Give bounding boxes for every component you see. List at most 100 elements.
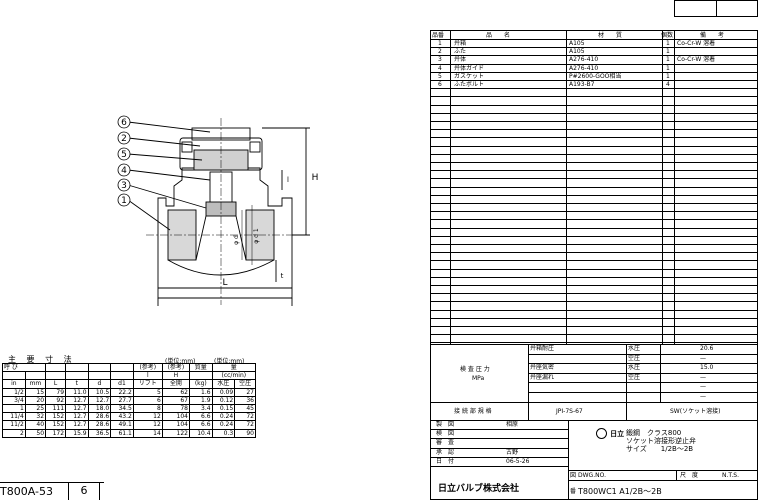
dimension-cell: 34.5 (110, 403, 134, 414)
title-block-name: 相原 (506, 421, 519, 428)
flow-unit: (単位:mm) (214, 358, 245, 365)
th-kg: (kg) (189, 379, 213, 389)
test-pressure-item: 弁座漏れ (530, 373, 555, 381)
callout-4: 4 (121, 166, 127, 176)
dim-H-label: H (312, 173, 319, 183)
title-block-name: 古野 (506, 448, 519, 456)
parts-cell-qty: 1 (666, 48, 670, 56)
dim-l-label: l (287, 176, 289, 184)
title-desc-1: 鍛鋼 クラス800 (626, 429, 682, 437)
dimension-cell: 3/4 (2, 395, 26, 405)
th-H: H (161, 371, 191, 381)
th-in: in (2, 379, 26, 389)
dimension-cell: 122 (161, 428, 191, 438)
scale-label: 尺 度 (680, 472, 699, 479)
parts-cell-material: A105 (569, 40, 585, 47)
dimension-cell: 104 (161, 412, 191, 422)
dimension-cell: 11/4 (2, 412, 26, 422)
dimension-cell: 62 (161, 387, 191, 397)
dimension-cell: 27 (234, 387, 256, 397)
th-l: l (132, 371, 163, 381)
parts-cell-no: 1 (438, 40, 442, 47)
dimension-cell: 2 (2, 428, 26, 438)
title-block-name: 06-5-26 (506, 457, 530, 465)
dim-t-label: t (281, 272, 284, 280)
dimension-cell: 49.1 (110, 420, 134, 430)
dimension-cell: 3.4 (189, 403, 213, 414)
parts-cell-material: A105 (569, 48, 585, 56)
dimension-cell: 12.7 (65, 420, 89, 430)
dimension-cell: 22.2 (110, 387, 134, 397)
dimension-cell: 15 (24, 387, 47, 397)
dimension-cell: 0.3 (211, 428, 236, 438)
dimension-cell: 10.4 (189, 428, 213, 438)
parts-header-no: 品番 (432, 32, 445, 39)
dimension-cell: 72 (234, 412, 256, 422)
dim-d1-label: φ d 1 (253, 228, 260, 244)
dimension-cell: 0.09 (211, 387, 236, 397)
dimension-cell: 90 (234, 428, 256, 438)
parts-cell-no: 2 (438, 48, 442, 56)
test-pressure-value: — (700, 393, 706, 400)
parts-cell-remarks: Co-Cr-W 溶着 (677, 40, 716, 47)
dimension-cell: 12 (132, 412, 163, 422)
dimension-cell: 50 (24, 428, 47, 438)
valve-cross-section-drawing: 6 2 5 4 3 1 L H l t φ d φ d 1 (117, 115, 319, 306)
dimension-cell: 1 (2, 403, 26, 414)
dimension-cell: 11/2 (2, 420, 26, 430)
dimension-cell: 5 (132, 387, 163, 397)
dwg-no: T800WC1 A1/2B～2B (578, 487, 662, 496)
parts-cell-name: 弁箱 (454, 40, 467, 47)
th-mass: 質量 (189, 362, 213, 373)
th-t: t (65, 379, 89, 389)
th-L: L (45, 379, 67, 389)
hitachi-logo-icon (596, 428, 607, 439)
title-block-label: 承 認 (436, 448, 455, 456)
parts-cell-material: A193-B7 (569, 81, 595, 88)
th-mm: mm (24, 379, 47, 389)
parts-cell-material: A276-410 (569, 56, 599, 64)
dimension-cell: 67 (161, 395, 191, 405)
dimension-cell: 11.0 (65, 387, 89, 397)
parts-cell-name: 弁体 (454, 56, 467, 64)
parts-cell-qty: 4 (666, 81, 670, 88)
sheet-number: 6 (68, 482, 100, 500)
dimension-cell: 28.6 (87, 420, 112, 430)
parts-cell-no: 6 (438, 81, 442, 88)
parts-cell-name: ガスケット (454, 72, 485, 80)
dimension-cell: 78 (161, 403, 191, 414)
parts-cell-no: 3 (438, 56, 442, 64)
th-water: 水圧 (211, 379, 236, 389)
drawing-footer: T800A-53 6 (0, 482, 104, 500)
callout-2: 2 (121, 134, 127, 144)
test-pressure-medium: 水圧 (628, 345, 641, 352)
title-block-label: 審 査 (436, 439, 455, 447)
dimension-cell: 12.7 (65, 412, 89, 422)
dimension-cell: 45 (234, 403, 256, 414)
dwg-no-prefix: 番 (570, 488, 577, 495)
test-pressure-value: — (700, 373, 706, 381)
dimension-cell: 1.6 (189, 387, 213, 397)
connection-label: 接 続 部 規 格 (454, 408, 492, 415)
dim-L-label: L (222, 278, 227, 288)
dimension-cell: 18.0 (87, 403, 112, 414)
test-pressure-item: 弁箱耐圧 (530, 345, 555, 352)
title-desc-3: サイズ 1/2B～2B (626, 445, 694, 453)
test-pressure-value: 15.0 (700, 364, 714, 372)
parts-cell-material: P#2600-GOO相当 (569, 72, 622, 80)
test-pressure-medium: 空圧 (628, 373, 641, 381)
test-pressure-medium: 空圧 (628, 354, 641, 362)
th-full: 全開 (161, 379, 191, 389)
parts-cell-qty: 1 (666, 72, 670, 80)
dimension-cell: 79 (45, 387, 67, 397)
dimension-unit: (単位:mm) (165, 358, 196, 365)
dimension-cell: 27.7 (110, 395, 134, 405)
connection-standard: JPI-7S-67 (556, 408, 583, 415)
maker-logo: 日立 (596, 428, 624, 439)
dimension-cell: 10.5 (87, 387, 112, 397)
